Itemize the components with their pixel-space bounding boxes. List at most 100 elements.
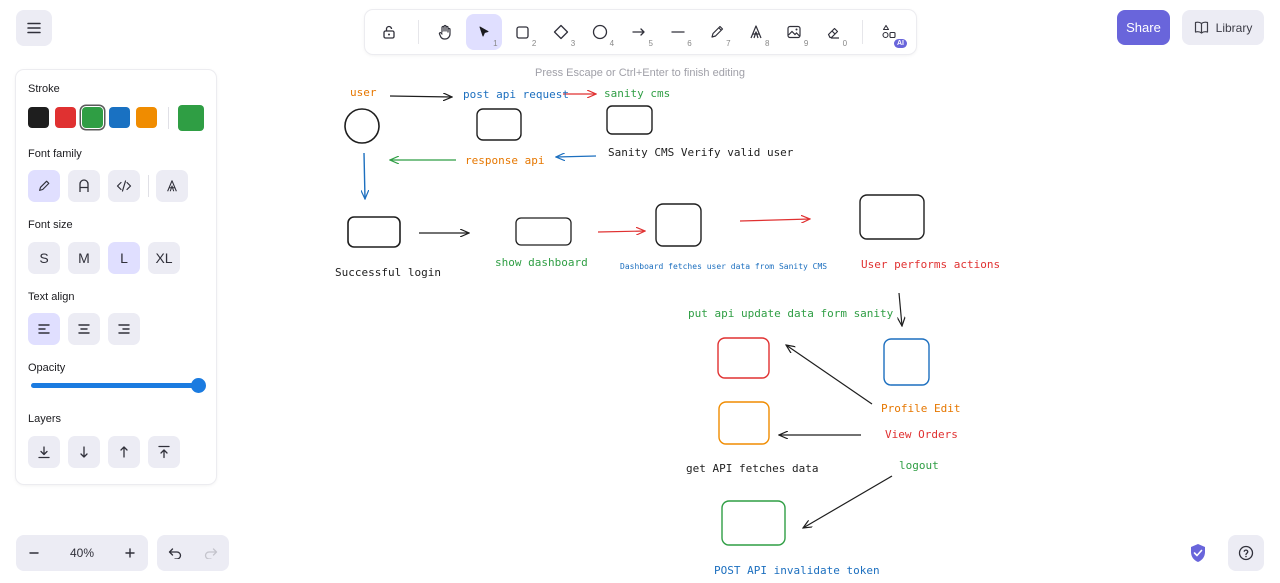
label-sanity-cms[interactable]: sanity cms	[604, 87, 670, 100]
user-circle-shape[interactable]	[344, 108, 380, 144]
main-menu-button[interactable]	[16, 10, 52, 46]
font-family-hand-drawn[interactable]	[28, 170, 60, 202]
current-stroke-color[interactable]	[178, 105, 204, 131]
align-right-button[interactable]	[108, 313, 140, 345]
tool-ellipse[interactable]: 4	[582, 14, 618, 50]
stroke-swatch-red[interactable]	[55, 107, 76, 128]
label-dashboard-fetches[interactable]: Dashboard fetches user data from Sanity …	[620, 262, 827, 271]
label-view-orders[interactable]: View Orders	[885, 428, 958, 441]
tool-selection[interactable]: 1	[465, 14, 502, 50]
label-get-api[interactable]: get API fetches data	[686, 462, 818, 475]
font-family-label: Font family	[28, 148, 82, 160]
image-icon	[787, 25, 801, 39]
bring-to-front-icon	[158, 445, 170, 459]
label-profile-edit[interactable]: Profile Edit	[881, 402, 960, 415]
tool-shortcut: 4	[609, 39, 615, 48]
label-logout[interactable]: logout	[899, 459, 939, 472]
arrow-actions-down[interactable]	[899, 292, 902, 326]
zoom-in-button[interactable]	[112, 535, 148, 571]
tool-shortcut: 6	[687, 39, 692, 48]
label-user-performs[interactable]: User performs actions	[861, 258, 1000, 271]
redo-button[interactable]	[193, 535, 229, 571]
font-size-xl[interactable]: XL	[148, 242, 180, 274]
tool-lock[interactable]	[371, 14, 407, 50]
put-api-box[interactable]	[717, 337, 770, 379]
lock-icon	[383, 25, 395, 39]
bring-forward-button[interactable]	[108, 436, 140, 468]
book-icon	[1194, 21, 1208, 34]
tool-text[interactable]: 8	[738, 14, 774, 50]
encryption-shield-button[interactable]	[1186, 541, 1210, 565]
font-size-s[interactable]: S	[28, 242, 60, 274]
tool-eraser[interactable]: 0	[815, 14, 851, 50]
tool-diamond[interactable]: 3	[543, 14, 579, 50]
tool-image[interactable]: 9	[776, 14, 812, 50]
label-post-api-invalidate[interactable]: POST API invalidate token	[714, 564, 880, 577]
tool-rectangle[interactable]: 2	[505, 14, 541, 50]
tool-shortcut: 9	[803, 39, 809, 48]
label-successful-login[interactable]: Successful login	[335, 266, 441, 279]
profile-edit-box[interactable]	[883, 338, 930, 386]
arrow-user-down[interactable]	[364, 152, 365, 199]
editing-hint: Press Escape or Ctrl+Enter to finish edi…	[534, 67, 745, 79]
tool-line[interactable]: 6	[660, 14, 696, 50]
arrow-logout-to-post[interactable]	[803, 475, 893, 528]
text-icon	[167, 180, 177, 192]
tool-draw[interactable]: 7	[699, 14, 735, 50]
tool-shortcut: 8	[764, 39, 770, 48]
send-to-back-button[interactable]	[28, 436, 60, 468]
opacity-slider[interactable]	[31, 383, 205, 388]
actions-box[interactable]	[859, 194, 925, 240]
font-size-l[interactable]: L	[108, 242, 140, 274]
arrow-sanity-verify[interactable]	[556, 156, 597, 157]
label-response-api[interactable]: response api	[465, 154, 544, 167]
share-button[interactable]: Share	[1117, 10, 1170, 45]
redo-icon	[204, 548, 218, 559]
font-family-code[interactable]	[108, 170, 140, 202]
label-user[interactable]: user	[350, 86, 377, 99]
opacity-slider-thumb[interactable]	[191, 378, 206, 393]
stroke-swatch-orange[interactable]	[136, 107, 157, 128]
get-api-box[interactable]	[718, 401, 770, 445]
fetch-box[interactable]	[655, 203, 702, 247]
bring-to-front-button[interactable]	[148, 436, 180, 468]
font-size-m[interactable]: M	[68, 242, 100, 274]
login-box[interactable]	[347, 216, 401, 248]
label-put-api[interactable]: put api update data form sanity	[688, 307, 894, 320]
sanity-cms-box[interactable]	[606, 105, 653, 135]
post-api-box[interactable]	[721, 500, 786, 546]
send-backward-button[interactable]	[68, 436, 100, 468]
arrow-user-to-api[interactable]	[389, 96, 452, 97]
label-show-dashboard[interactable]: show dashboard	[495, 256, 588, 269]
text-align-label: Text align	[28, 291, 75, 303]
font-family-more[interactable]	[156, 170, 188, 202]
tool-more-shapes[interactable]: AI	[871, 14, 907, 50]
toolbar-divider	[417, 20, 419, 44]
stroke-swatch-blue[interactable]	[109, 107, 130, 128]
align-center-button[interactable]	[68, 313, 100, 345]
dashboard-box[interactable]	[515, 217, 572, 246]
ellipse-icon	[592, 24, 608, 40]
hand-icon	[438, 24, 451, 40]
library-button[interactable]: Library	[1182, 10, 1264, 45]
undo-button[interactable]	[157, 535, 193, 571]
stroke-swatch-green[interactable]	[82, 107, 103, 128]
stroke-swatch-black[interactable]	[28, 107, 49, 128]
tool-hand[interactable]	[427, 14, 463, 50]
arrow-fetch-to-actions[interactable]	[739, 219, 810, 221]
eraser-icon	[828, 27, 840, 39]
zoom-reset-button[interactable]: 40%	[69, 546, 95, 560]
label-post-api-request[interactable]: post api request	[463, 88, 569, 101]
tool-arrow[interactable]: 5	[621, 14, 657, 50]
arrow-profile-to-put[interactable]	[786, 345, 873, 405]
tool-shortcut: 3	[570, 39, 576, 48]
arrow-dashboard-to-fetch[interactable]	[597, 231, 645, 232]
font-family-normal[interactable]	[68, 170, 100, 202]
align-left-button[interactable]	[28, 313, 60, 345]
help-button[interactable]	[1228, 535, 1264, 571]
api-request-box[interactable]	[476, 108, 522, 141]
label-sanity-verify[interactable]: Sanity CMS Verify valid user	[608, 146, 794, 159]
zoom-out-button[interactable]	[16, 535, 52, 571]
